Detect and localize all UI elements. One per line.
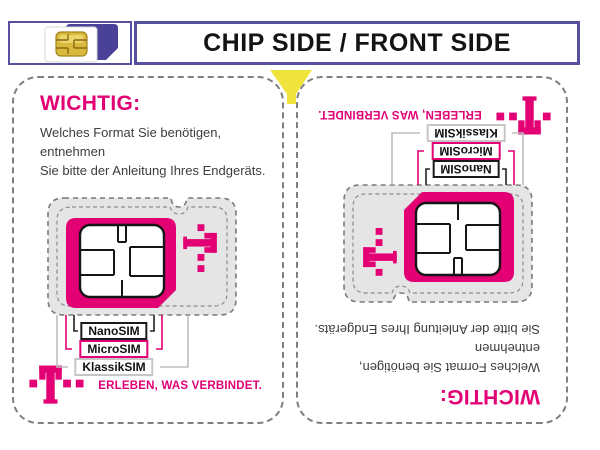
nano-sim-label: NanoSIM [432,160,500,178]
sim-card-drawing [47,197,237,368]
sim-card-drawing [343,132,533,303]
panel-footer: ERLEBEN, WAS VERBINDET. [14,362,282,410]
tagline: ERLEBEN, WAS VERBINDET. [318,108,482,120]
nano-sim-label: NanoSIM [80,322,148,340]
sim-card-diagram: NanoSIM MicroSIM KlassikSIM [314,124,554,310]
separation-notch-triangle [270,70,312,104]
micro-sim-label: MicroSIM [79,340,149,358]
micro-sim-outline [352,193,524,294]
page-title: CHIP SIDE / FRONT SIDE [203,28,511,57]
klassik-bracket [56,315,189,368]
chip-contact-lines [416,203,500,275]
nano-bracket [425,168,507,185]
micro-bracket [417,150,515,185]
panel-chip-side-right-rotated: WICHTIG: Welches Format Sie benötigen, e… [296,76,568,424]
klassik-sim-label: KlassikSIM [74,358,154,376]
sim-card-diagram: NanoSIM MicroSIM KlassikSIM [26,190,266,376]
sim-card-icon [44,24,118,63]
instruction-line-1: Welches Format Sie benötigen, entnehmen [358,341,540,375]
chip-contact-lines [80,225,164,297]
instruction-line-2: Sie bitte der Anleitung Ihres Endgeräts. [40,163,266,178]
important-heading: WICHTIG: [40,92,141,115]
nano-bracket [73,315,155,332]
micro-bracket [65,315,163,350]
klassik-sim-label: KlassikSIM [426,124,506,142]
instruction-text: Welches Format Sie benötigen, entnehmen … [298,320,540,377]
tagline: ERLEBEN, WAS VERBINDET. [98,380,262,392]
klassik-bracket [391,132,524,185]
important-heading: WICHTIG: [439,385,540,408]
instruction-text: Welches Format Sie benötigen, entnehmen … [40,123,282,180]
instruction-line-1: Welches Format Sie benötigen, entnehmen [40,125,222,159]
instruction-line-2: Sie bitte der Anleitung Ihres Endgeräts. [314,322,540,337]
micro-sim-outline [56,206,228,307]
panel-chip-side-left: WICHTIG: Welches Format Sie benötigen, e… [12,76,284,424]
micro-sim-label: MicroSIM [431,142,501,160]
header-icon-box [8,21,132,65]
header-title-box: CHIP SIDE / FRONT SIDE [134,21,580,65]
